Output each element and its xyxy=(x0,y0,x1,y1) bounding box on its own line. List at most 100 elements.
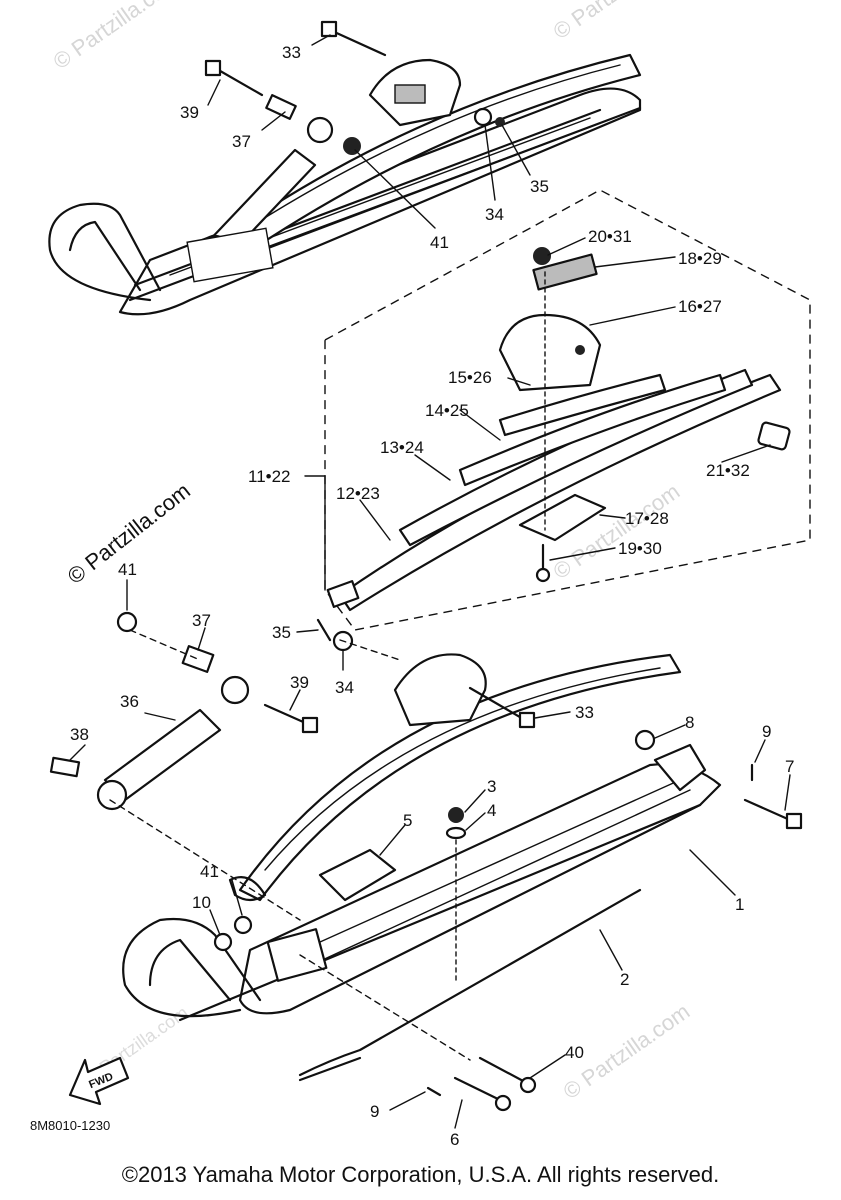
callout-9-upper: 9 xyxy=(762,722,771,741)
callout-35-top: 35 xyxy=(530,177,549,196)
callout-9-lower: 9 xyxy=(370,1102,379,1121)
bolt-40-head xyxy=(519,1076,537,1094)
bolt-33-lower xyxy=(468,686,527,722)
washer-4 xyxy=(445,826,467,840)
callout-16-27: 16•27 xyxy=(678,297,722,316)
ski-1 xyxy=(238,763,722,1015)
part-5-bracket xyxy=(318,848,397,902)
callout-34-mid: 34 xyxy=(335,678,354,697)
callout-3: 3 xyxy=(487,777,496,796)
ski-1-rib xyxy=(279,779,681,961)
callout-12-23: 12•23 xyxy=(336,484,380,503)
top-shock-bracket xyxy=(186,227,274,283)
guide-shock-to-ski xyxy=(109,799,301,921)
callout-8: 8 xyxy=(685,713,694,732)
guide-34 xyxy=(339,639,401,661)
callout-18-29: 18•29 xyxy=(678,249,722,268)
callout-15-26: 15•26 xyxy=(448,368,492,387)
lower-leaf-eye xyxy=(228,876,267,902)
callout-37-top: 37 xyxy=(232,132,251,151)
bolt-33-lower-head xyxy=(518,711,536,729)
nut-41-lower xyxy=(233,915,253,935)
callout-40: 40 xyxy=(565,1043,584,1062)
clamp-18-29 xyxy=(532,253,598,291)
ski-rear-bracket xyxy=(653,743,707,792)
runner-2-tip xyxy=(298,1056,362,1082)
guide-bracket-bolts xyxy=(299,954,471,1061)
copyright-notice: ©2013 Yamaha Motor Corporation, U.S.A. A… xyxy=(121,1162,720,1187)
bolt-39-lower-head xyxy=(301,716,319,734)
nut-41-upper xyxy=(116,611,138,633)
callout-13-24: 13•24 xyxy=(380,438,424,457)
bolt-40 xyxy=(478,1056,527,1084)
shock-36-lower xyxy=(96,779,128,811)
lower-leaf-spring xyxy=(238,653,682,902)
ski-1-rib-2 xyxy=(289,789,691,976)
top-bolt-33 xyxy=(328,28,387,57)
bolt-7-head xyxy=(785,812,803,830)
callout-35-mid: 35 xyxy=(272,623,291,642)
ski-bumper xyxy=(122,917,262,1018)
saddle-bolt-hole xyxy=(575,345,585,355)
callout-21-32: 21•32 xyxy=(706,461,750,480)
callout-5: 5 xyxy=(403,811,412,830)
top-bolt-39-head xyxy=(204,59,222,77)
plate-17-28 xyxy=(518,493,607,542)
top-bushing-37 xyxy=(265,94,297,120)
nut-8 xyxy=(634,729,656,751)
washer-10 xyxy=(213,932,233,952)
callout-34-top: 34 xyxy=(485,205,504,224)
callout-36: 36 xyxy=(120,692,139,711)
top-leaf-line xyxy=(229,64,621,241)
top-leaders xyxy=(207,34,531,229)
fwd-arrow: FWD xyxy=(68,1056,130,1106)
bolt-7 xyxy=(743,798,792,822)
callout-41-mid: 41 xyxy=(118,560,137,579)
callout-37-mid: 37 xyxy=(192,611,211,630)
top-ski-assembly xyxy=(48,20,642,316)
bolt-6 xyxy=(453,1076,502,1102)
ski-1-edge xyxy=(178,803,702,1022)
guide-41-37 xyxy=(129,629,201,661)
callout-41-lower: 41 xyxy=(200,862,219,881)
callout-7: 7 xyxy=(785,757,794,776)
callout-17-28: 17•28 xyxy=(625,509,669,528)
leaf-15-26 xyxy=(498,373,667,437)
callout-20-31: 20•31 xyxy=(588,227,632,246)
callout-6: 6 xyxy=(450,1130,459,1149)
leaf-14-25 xyxy=(458,373,727,487)
leaf-13-24 xyxy=(398,368,754,547)
callout-33-mid: 33 xyxy=(575,703,594,722)
lower-ski-exploded xyxy=(49,611,803,1112)
watermark-top-left: © Partzilla.com xyxy=(49,0,185,74)
callout-19-30: 19•30 xyxy=(618,539,662,558)
top-nut-34 xyxy=(473,107,493,127)
top-ski-bumper xyxy=(48,202,162,302)
ski-front-bracket xyxy=(266,928,328,982)
lower-saddle xyxy=(393,653,487,727)
nut-3 xyxy=(448,807,464,823)
lower-leaf-line xyxy=(264,667,661,871)
top-saddle-pad xyxy=(394,84,426,104)
ski-bumper-inner xyxy=(148,938,232,1002)
top-bolt-39 xyxy=(213,66,264,97)
top-bolt-35 xyxy=(495,117,505,127)
watermark-top-right: © Partzilla.com xyxy=(549,0,685,44)
callout-41-top: 41 xyxy=(430,233,449,252)
callout-11-22: 11•22 xyxy=(248,467,291,486)
bushing-21-32 xyxy=(757,421,791,451)
callout-39-mid: 39 xyxy=(290,673,309,692)
callout-14-25: 14•25 xyxy=(425,401,469,420)
fwd-arrow-shape xyxy=(68,1056,130,1106)
callout-39-top: 39 xyxy=(180,103,199,122)
saddle-16-27 xyxy=(498,313,602,392)
leaf-leaders xyxy=(304,237,771,591)
bolt-19-30-head xyxy=(535,567,551,583)
callout-2: 2 xyxy=(620,970,629,989)
runner-2 xyxy=(298,888,642,1077)
pin-9-lower xyxy=(426,1086,442,1097)
nut-20-31 xyxy=(533,247,551,265)
part-38 xyxy=(49,756,81,778)
callout-1: 1 xyxy=(735,895,744,914)
